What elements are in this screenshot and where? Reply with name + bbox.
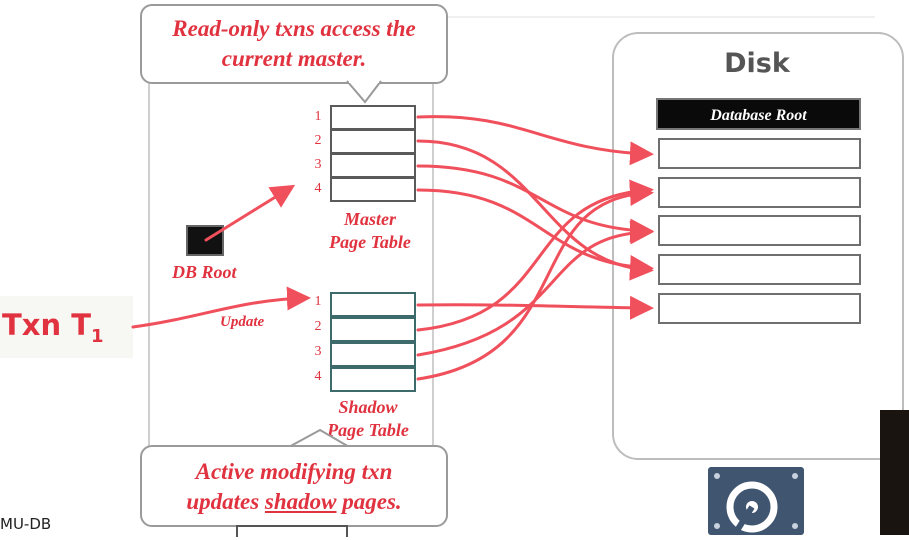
db-root-pointer-box bbox=[186, 225, 224, 256]
disk-page-4 bbox=[658, 254, 861, 285]
shadow-row-2 bbox=[330, 317, 416, 342]
shadow-row-number: 3 bbox=[314, 344, 322, 359]
master-caption-line2: Page Table bbox=[329, 232, 411, 252]
master-3-to-disk-arrow bbox=[416, 164, 654, 243]
shadow-row-number: 2 bbox=[314, 319, 322, 334]
txn-label-background bbox=[0, 296, 133, 358]
database-root-block: Database Root bbox=[656, 98, 861, 130]
shadow-caption-line2: Page Table bbox=[327, 420, 409, 440]
callout-bottom-underlined: shadow bbox=[264, 489, 337, 514]
callout-bottom-pointer bbox=[286, 428, 352, 448]
txn-subscript: 1 bbox=[91, 325, 104, 347]
callout-top-pointer bbox=[346, 80, 382, 104]
master-2-to-disk-arrow bbox=[416, 139, 654, 281]
txn-label: Txn T1 bbox=[2, 308, 104, 347]
db-root-label: DB Root bbox=[172, 262, 237, 282]
shadow-3-to-disk-arrow bbox=[416, 220, 654, 357]
shadow-row-4 bbox=[330, 367, 416, 392]
disk-title: Disk bbox=[724, 48, 790, 79]
shadow-row-number: 1 bbox=[314, 294, 322, 309]
callout-read-only: Read-only txns access the current master… bbox=[140, 4, 448, 84]
master-4-to-disk-arrow bbox=[416, 188, 654, 279]
top-divider bbox=[445, 16, 875, 18]
callout-bottom-post: pages. bbox=[336, 489, 402, 514]
hard-disk-icon bbox=[708, 467, 804, 535]
shadow-row-number: 4 bbox=[314, 369, 322, 384]
master-caption-line1: Master bbox=[343, 209, 396, 229]
shadow-row-3 bbox=[330, 342, 416, 367]
disk-page-1 bbox=[658, 138, 861, 169]
disk-page-5 bbox=[658, 293, 861, 324]
shadow-caption-line1: Shadow bbox=[338, 397, 398, 417]
master-row-number: 4 bbox=[314, 181, 322, 196]
callout-top-line2: current master. bbox=[221, 46, 367, 71]
txn-name: Txn T bbox=[2, 308, 92, 342]
callout-bottom-line1: Active modifying txn bbox=[195, 459, 393, 484]
master-1-to-disk-arrow bbox=[416, 115, 654, 166]
master-row-4 bbox=[330, 177, 416, 202]
shadow-row-1 bbox=[330, 292, 416, 317]
shadow-table-caption: Shadow Page Table bbox=[298, 396, 438, 442]
txn-update-arrow bbox=[131, 286, 311, 329]
callout-shadow-update: Active modifying txn updates shadow page… bbox=[140, 445, 448, 527]
callout-bottom-line2: updates shadow pages. bbox=[142, 487, 446, 517]
master-row-number: 2 bbox=[314, 133, 322, 148]
speaker-video-strip bbox=[880, 410, 909, 535]
master-row-number: 3 bbox=[314, 157, 322, 172]
master-row-number: 1 bbox=[314, 109, 322, 124]
disk-page-2 bbox=[658, 177, 861, 208]
db-root-to-master-arrow bbox=[204, 184, 296, 242]
footer-logo-text: MU-DB bbox=[0, 515, 52, 533]
shadow-1-to-disk-arrow bbox=[416, 295, 654, 320]
bottom-slot-graphic bbox=[236, 525, 348, 537]
update-label: Update bbox=[220, 314, 265, 330]
shadow-4-to-disk-arrow bbox=[416, 182, 654, 381]
callout-bottom-pre: updates bbox=[186, 489, 265, 514]
callout-top-line1: Read-only txns access the bbox=[172, 16, 416, 41]
master-table-caption: Master Page Table bbox=[300, 208, 440, 254]
disk-page-3 bbox=[658, 215, 861, 246]
shadow-2-to-disk-arrow bbox=[416, 179, 654, 332]
